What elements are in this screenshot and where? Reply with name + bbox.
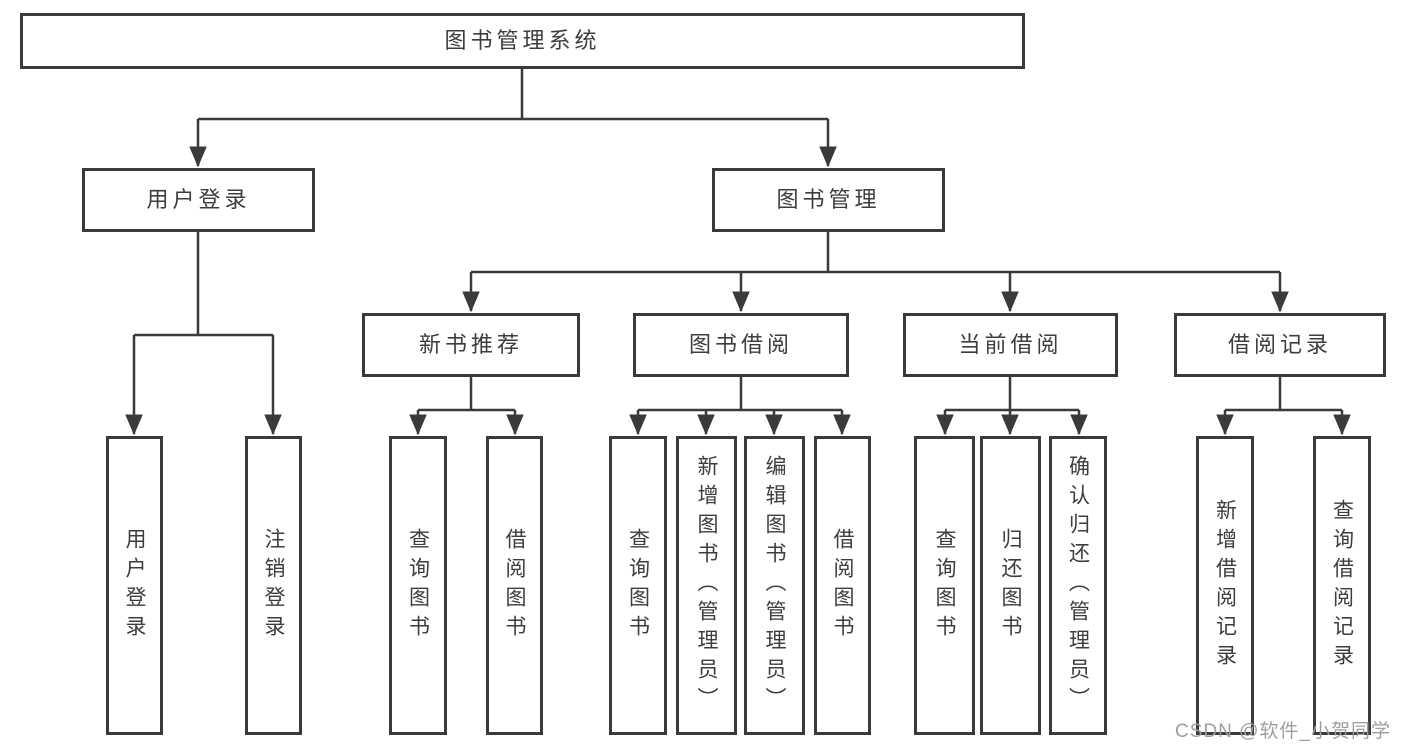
leaf-current-query-books: 查询图书: [914, 436, 975, 735]
leaf-records-query-record: 查询借阅记录: [1313, 436, 1371, 735]
node-current-borrow: 当前借阅: [903, 313, 1118, 377]
leaf-borrow-query-books: 查询图书: [609, 436, 667, 735]
csdn-watermark: CSDN @软件_小贺同学: [1175, 721, 1391, 742]
leaf-newrec-borrow-books: 借阅图书: [486, 436, 543, 735]
connector-newrec-to-leaves: [418, 377, 515, 412]
node-root-library-system: 图书管理系统: [20, 13, 1025, 69]
leaf-current-return-books: 归还图书: [980, 436, 1041, 735]
leaf-current-confirm-return-admin: 确认归还（管理员）: [1049, 436, 1107, 735]
node-book-management: 图书管理: [712, 168, 945, 232]
leaf-borrow-edit-books-admin: 编辑图书（管理员）: [744, 436, 805, 735]
connector-currentborrow-to-leaves: [945, 377, 1079, 412]
connector-bookborrow-to-leaves: [638, 377, 842, 412]
node-borrow-records: 借阅记录: [1174, 313, 1386, 377]
connector-root-to-level2: [198, 69, 828, 121]
connector-bookmgmt-to-level3: [471, 232, 1280, 274]
node-user-login: 用户登录: [82, 168, 315, 232]
connector-borrowrecord-to-leaves: [1225, 377, 1342, 412]
connector-userlogin-to-leaves: [134, 232, 273, 337]
leaf-borrow-add-books-admin: 新增图书（管理员）: [676, 436, 737, 735]
leaf-borrow-borrow-books: 借阅图书: [814, 436, 871, 735]
node-new-book-recommend: 新书推荐: [362, 313, 580, 377]
leaf-records-add-record: 新增借阅记录: [1196, 436, 1254, 735]
leaf-logout: 注销登录: [245, 436, 302, 735]
leaf-user-login: 用户登录: [106, 436, 163, 735]
node-book-borrow: 图书借阅: [633, 313, 849, 377]
leaf-newrec-query-books: 查询图书: [389, 436, 447, 735]
